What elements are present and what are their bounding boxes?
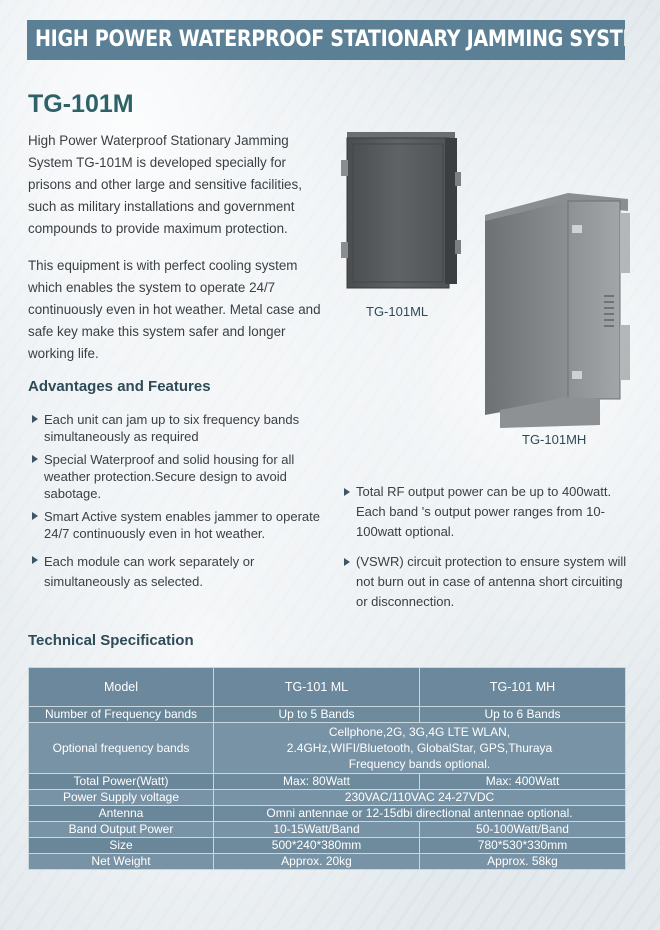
spec-value-cell: Max: 80Watt	[213, 773, 420, 790]
table-row: Number of Frequency bands Up to 5 Bands …	[28, 706, 626, 723]
list-item: Special Waterproof and solid housing for…	[30, 451, 322, 502]
spec-header-cell: TG-101 MH	[419, 667, 626, 707]
tg-101ml-image	[341, 132, 461, 289]
spec-header-cell: TG-101 ML	[213, 667, 420, 707]
spec-value-cell: Up to 5 Bands	[213, 706, 420, 723]
page-banner: HIGH POWER WATERPROOF STATIONARY JAMMING…	[27, 20, 625, 60]
intro-paragraph-1: High Power Waterproof Stationary Jamming…	[28, 133, 302, 236]
table-row: Band Output Power 10-15Watt/Band 50-100W…	[28, 821, 626, 838]
spec-value-cell: 780*530*330mm	[419, 837, 626, 854]
spec-value-cell: 500*240*380mm	[213, 837, 420, 854]
advantages-list-right: Total RF output power can be up to 400wa…	[342, 482, 628, 612]
spec-value-cell: 10-15Watt/Band	[213, 821, 420, 838]
tg-101mh-caption: TG-101MH	[522, 432, 587, 447]
advantages-heading: Advantages and Features	[28, 378, 211, 395]
spec-value-cell: 50-100Watt/Band	[419, 821, 626, 838]
table-row: Power Supply voltage 230VAC/110VAC 24-27…	[28, 789, 626, 806]
spec-label-cell: Optional frequency bands	[28, 722, 214, 774]
list-item-text: (VSWR) circuit protection to ensure syst…	[356, 554, 627, 609]
bullet-triangle-icon	[32, 415, 38, 423]
spec-value-cell: Cellphone,2G, 3G,4G LTE WLAN, 2.4GHz,WIF…	[213, 722, 626, 774]
spec-value-cell: Approx. 58kg	[419, 853, 626, 870]
model-title: TG-101M	[28, 90, 134, 118]
spec-value-cell: Approx. 20kg	[213, 853, 420, 870]
spec-heading: Technical Specification	[28, 632, 194, 649]
list-item: Each module can work separately or simul…	[30, 552, 322, 592]
list-item-text: Smart Active system enables jammer to op…	[44, 509, 321, 541]
spec-table: Model TG-101 ML TG-101 MH Number of Freq…	[28, 667, 626, 870]
bullet-triangle-icon	[344, 488, 350, 496]
spec-label-cell: Number of Frequency bands	[28, 706, 214, 723]
list-item: (VSWR) circuit protection to ensure syst…	[342, 552, 628, 612]
bullet-triangle-icon	[32, 556, 38, 564]
bullet-triangle-icon	[32, 512, 38, 520]
banner-title: HIGH POWER WATERPROOF STATIONARY JAMMING…	[35, 27, 625, 52]
list-item: Each unit can jam up to six frequency ba…	[30, 411, 322, 445]
spec-value-cell: Up to 6 Bands	[419, 706, 626, 723]
table-row: Size 500*240*380mm 780*530*330mm	[28, 837, 626, 854]
list-item: Total RF output power can be up to 400wa…	[342, 482, 628, 542]
table-row: Optional frequency bands Cellphone,2G, 3…	[28, 722, 626, 774]
spec-label-cell: Power Supply voltage	[28, 789, 214, 806]
list-item-text: Each unit can jam up to six frequency ba…	[44, 412, 300, 444]
spec-value-cell: 230VAC/110VAC 24-27VDC	[213, 789, 626, 806]
spec-label-cell: Size	[28, 837, 214, 854]
table-row: Antenna Omni antennae or 12-15dbi direct…	[28, 805, 626, 822]
table-row: Net Weight Approx. 20kg Approx. 58kg	[28, 853, 626, 870]
spec-header-row: Model TG-101 ML TG-101 MH	[28, 667, 626, 707]
spec-label-cell: Band Output Power	[28, 821, 214, 838]
spec-label-cell: Net Weight	[28, 853, 214, 870]
spec-value-cell: Max: 400Watt	[419, 773, 626, 790]
list-item-text: Total RF output power can be up to 400wa…	[356, 484, 612, 539]
intro-paragraph-2: This equipment is with perfect cooling s…	[28, 258, 321, 361]
bullet-triangle-icon	[344, 558, 350, 566]
list-item: Smart Active system enables jammer to op…	[30, 508, 322, 542]
spec-header-cell: Model	[28, 667, 214, 707]
bullet-triangle-icon	[32, 455, 38, 463]
spec-label-cell: Total Power(Watt)	[28, 773, 214, 790]
advantages-list-left: Each unit can jam up to six frequency ba…	[30, 411, 322, 592]
list-item-text: Each module can work separately or simul…	[44, 554, 255, 589]
tg-101ml-caption: TG-101ML	[366, 304, 429, 319]
table-row: Total Power(Watt) Max: 80Watt Max: 400Wa…	[28, 773, 626, 790]
tg-101mh-image	[485, 193, 630, 428]
spec-label-cell: Antenna	[28, 805, 214, 822]
spec-value-cell: Omni antennae or 12-15dbi directional an…	[213, 805, 626, 822]
list-item-text: Special Waterproof and solid housing for…	[44, 452, 295, 501]
